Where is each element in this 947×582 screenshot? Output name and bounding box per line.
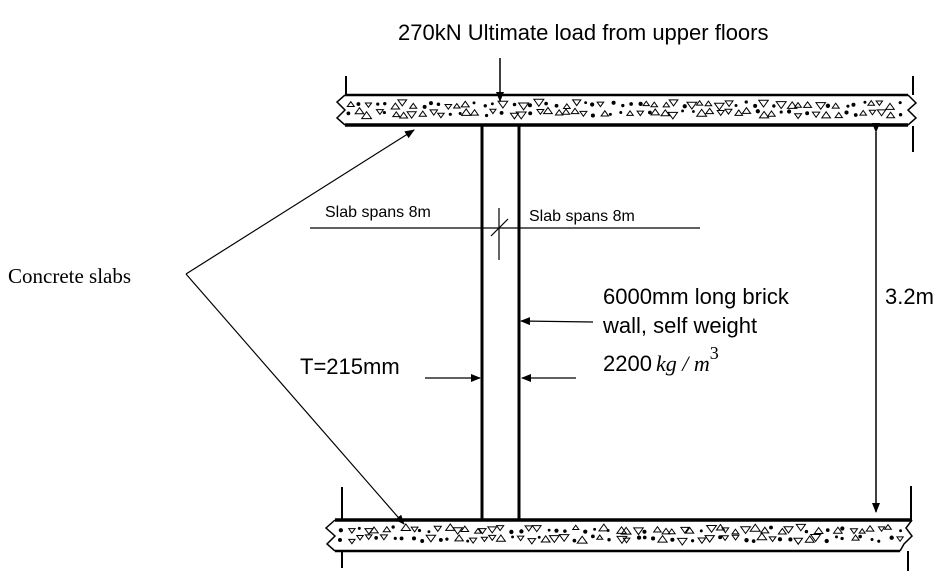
- load-label: 270kN Ultimate load from upper floors: [398, 20, 769, 45]
- bottom-slab-aggregate-pattern: [338, 523, 905, 546]
- concrete-slabs-label: Concrete slabs: [8, 264, 131, 288]
- height-label: 3.2m: [885, 284, 934, 309]
- top-slab-aggregate-pattern: [346, 98, 903, 120]
- span-line: [310, 208, 700, 260]
- wall-density-exponent: 3: [710, 343, 719, 363]
- span-left-label: Slab spans 8m: [325, 204, 431, 221]
- span-right-label: Slab spans 8m: [529, 208, 635, 225]
- top-slab: [335, 76, 918, 152]
- wall-density-value: 2200: [603, 351, 652, 376]
- thickness-label: T=215mm: [300, 354, 400, 379]
- brick-wall: [480, 125, 521, 520]
- wall-pointer-arrow: [520, 317, 594, 326]
- wall-density-unit: kg / m: [656, 351, 710, 376]
- wall-label-line1: 6000mm long brick: [603, 284, 790, 309]
- bottom-slab: [324, 486, 913, 571]
- wall-label-line2: wall, self weight: [602, 313, 757, 338]
- concrete-leader-bottom: [185, 273, 405, 525]
- concrete-leader-top: [185, 129, 415, 275]
